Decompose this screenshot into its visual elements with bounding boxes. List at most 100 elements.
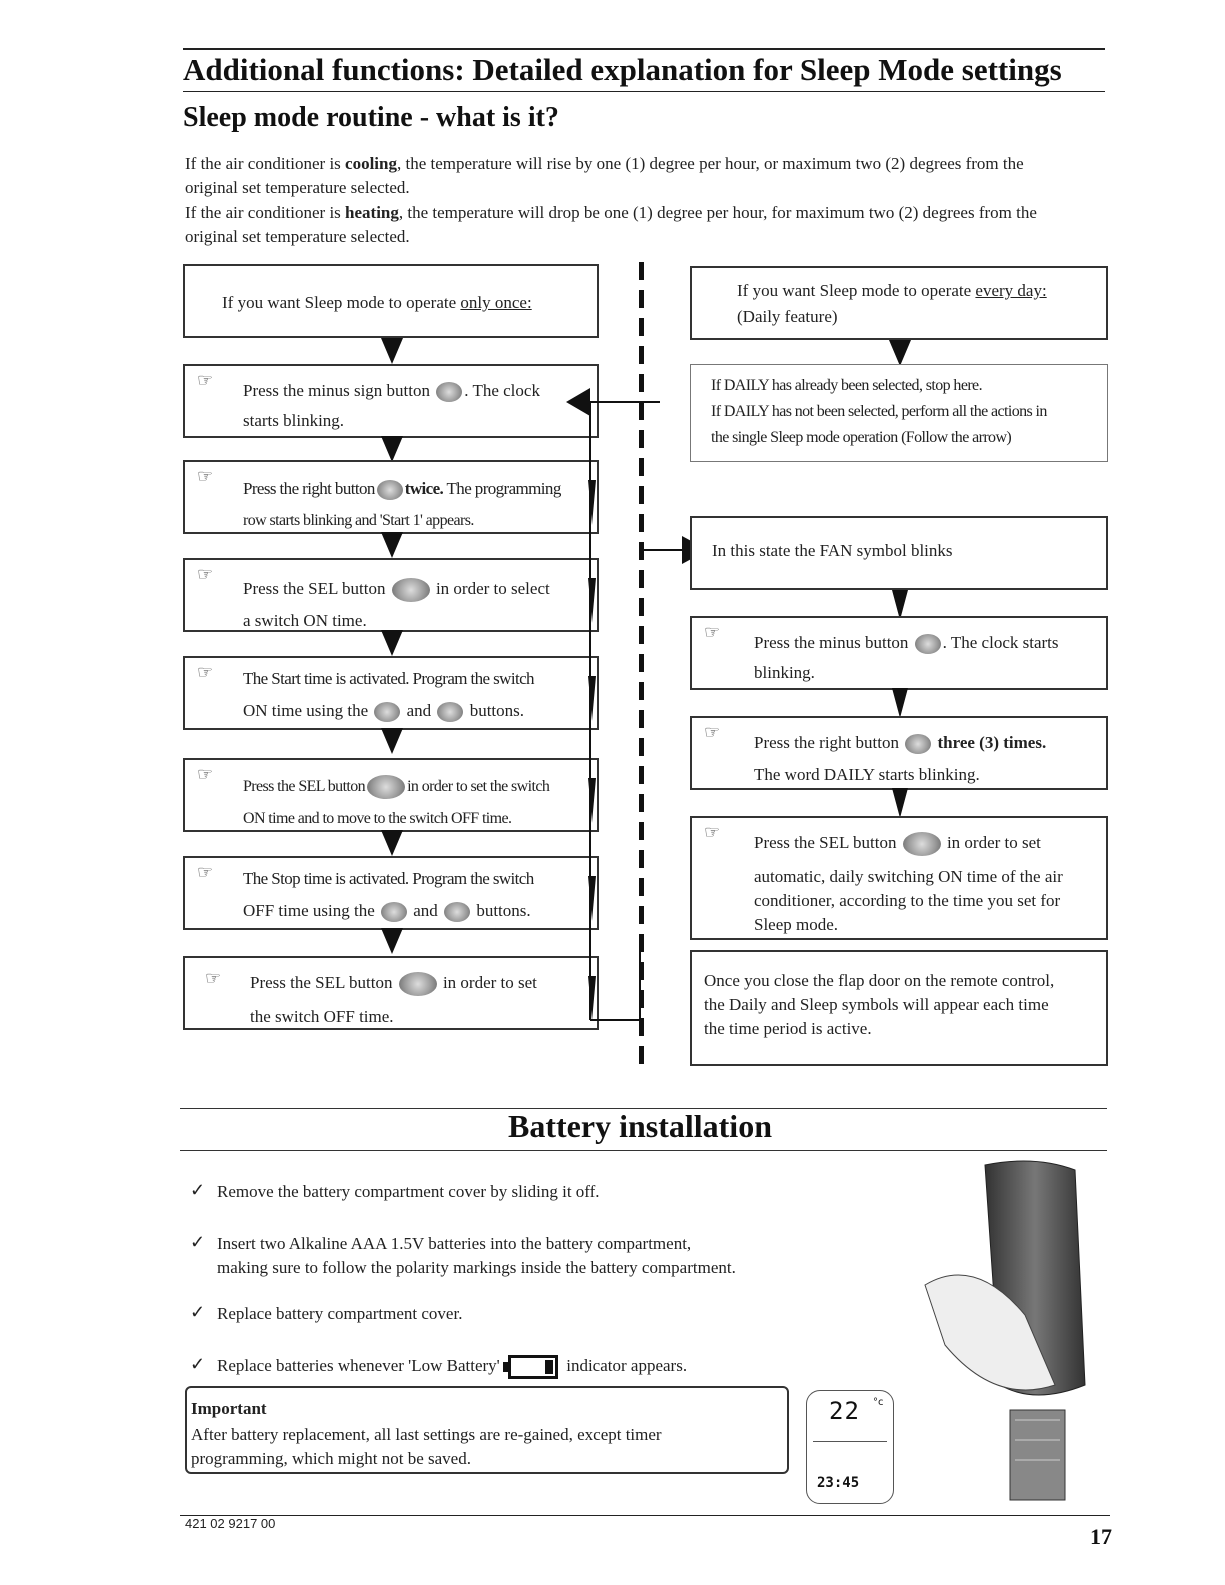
divider-dash: [639, 738, 644, 756]
daily-line-1: If DAILY has already been selected, stop…: [711, 377, 983, 394]
step4b: indicator appears.: [566, 1356, 688, 1375]
left-step-1-line-2: starts blinking.: [243, 411, 345, 430]
s6b: OFF time using the: [243, 901, 375, 920]
divider-dash: [639, 766, 644, 784]
important-line-2: programming, which might not be saved.: [191, 1449, 471, 1468]
right-step-3-line-1: Press the SEL button in order to set: [754, 830, 1041, 857]
heating-post: , the temperature will drop be one (1) d…: [185, 203, 1037, 246]
battery-step-4: Replace batteries whenever 'Low Battery'…: [217, 1354, 688, 1380]
arrow-down-icon: [889, 340, 911, 366]
every-day-underline: every day:: [975, 281, 1047, 300]
right-step-1-line-1: Press the minus button . The clock start…: [754, 630, 1059, 655]
right-step-3: ☞ Press the SEL button in order to set a…: [690, 816, 1108, 940]
pointing-hand-icon: ☞: [197, 370, 214, 391]
fan-text: In this state the FAN symbol blinks: [712, 541, 953, 560]
divider-dash: [639, 318, 644, 336]
arrow-down-icon: [381, 630, 403, 656]
sel-button-icon: [902, 832, 941, 857]
r1b: . The clock starts: [942, 633, 1059, 652]
right-button-icon: [905, 734, 932, 755]
left-step-4-line-2: ON time using the and buttons.: [243, 698, 524, 723]
left-step-4-line-1: The Start time is activated. Program the…: [243, 669, 535, 688]
left-step-1: ☞ Press the minus sign button . The cloc…: [183, 364, 599, 438]
plus-button-icon: [437, 702, 464, 723]
cooling-pre: If the air conditioner is: [185, 154, 346, 173]
footer-rule: [180, 1515, 1110, 1516]
right-step-3-line-4: Sleep mode.: [754, 915, 839, 934]
every-day-pre: If you want Sleep mode to operate: [737, 281, 976, 300]
title-top-rule: [183, 48, 1105, 50]
arrow-down-icon: [892, 688, 908, 718]
minus-button-icon: [374, 702, 401, 723]
divider-dash: [639, 794, 644, 812]
minus-button-icon: [381, 902, 408, 923]
left-step-3-line-1: Press the SEL button in order to select: [243, 576, 550, 603]
only-once-underline: only once:: [460, 293, 532, 312]
divider-dash: [639, 402, 644, 420]
divider-dash: [639, 878, 644, 896]
important-box: Important After battery replacement, all…: [185, 1386, 789, 1474]
page-title: Additional functions: Detailed explanati…: [183, 52, 1062, 87]
pointing-hand-icon: ☞: [205, 968, 222, 989]
lcd-separator: [813, 1441, 887, 1442]
right-step-2: ☞ Press the right button three (3) times…: [690, 716, 1108, 790]
divider-dash: [639, 934, 644, 952]
divider-dash: [639, 486, 644, 504]
divider-dash: [639, 1046, 644, 1064]
divider-dash: [639, 990, 644, 1008]
sleep-heading: Sleep mode routine - what is it?: [183, 102, 559, 133]
pointing-hand-icon: ☞: [197, 662, 214, 683]
heating-paragraph: If the air conditioner is heating, the t…: [185, 201, 1065, 249]
page-number: 17: [1090, 1524, 1112, 1549]
left-step-7-line-2: the switch OFF time.: [250, 1007, 394, 1026]
left-step-7-line-1: Press the SEL button in order to set: [250, 970, 537, 997]
r3a: Press the SEL button: [754, 833, 897, 852]
s3b: in order to select: [435, 579, 550, 598]
s5a: Press the SEL button: [243, 778, 366, 795]
divider-dash: [639, 710, 644, 728]
title-bottom-rule: [183, 91, 1105, 92]
r3b: in order to set: [946, 833, 1041, 852]
check-icon: ✓: [190, 1232, 206, 1252]
minus-button-icon: [436, 382, 463, 403]
battery-step-3: Replace battery compartment cover.: [217, 1304, 463, 1323]
important-line-1: After battery replacement, all last sett…: [191, 1425, 662, 1444]
pointing-hand-icon: ☞: [197, 862, 214, 883]
left-step-6-line-2: OFF time using the and buttons.: [243, 898, 531, 923]
battery-step-2-line-1: Insert two Alkaline AAA 1.5V batteries i…: [217, 1234, 692, 1253]
check-icon: ✓: [190, 1180, 206, 1200]
arrow-down-icon: [381, 830, 403, 856]
s2c: The programming: [443, 479, 562, 498]
s4d: buttons.: [469, 701, 524, 720]
left-step-3: ☞ Press the SEL button in order to selec…: [183, 558, 599, 632]
only-once-box: If you want Sleep mode to operate only o…: [183, 264, 599, 338]
divider-dash: [639, 598, 644, 616]
left-step-1-line-1: Press the minus sign button . The clock: [243, 378, 540, 403]
battery-heading: Battery installation: [508, 1108, 772, 1144]
divider-dash: [639, 514, 644, 532]
left-step-7: ☞ Press the SEL button in order to set t…: [183, 956, 599, 1030]
right-button-icon: [376, 480, 403, 501]
arrow-down-icon: [892, 788, 908, 818]
lcd-temperature: 22: [829, 1397, 860, 1425]
arrow-down-icon: [381, 532, 403, 558]
arrow-down-icon: [381, 338, 403, 364]
divider-dash: [639, 374, 644, 392]
s2a: Press the right button: [243, 479, 375, 498]
heating-pre: If the air conditioner is: [185, 203, 346, 222]
divider-dash: [639, 346, 644, 364]
sel-button-icon: [398, 972, 437, 997]
final-line-2: the Daily and Sleep symbols will appear …: [704, 995, 1049, 1014]
left-step-4: ☞ The Start time is activated. Program t…: [183, 656, 599, 730]
left-step-2-line-2: row starts blinking and 'Start 1' appear…: [243, 512, 474, 529]
daily-line-3: the single Sleep mode operation (Follow …: [711, 429, 1012, 446]
divider-dash: [639, 430, 644, 448]
step4a: Replace batteries whenever 'Low Battery': [217, 1356, 500, 1375]
battery-bottom-rule: [180, 1150, 1107, 1151]
sel-button-icon: [367, 775, 406, 800]
only-once-text: If you want Sleep mode to operate only o…: [222, 290, 532, 315]
s7a: Press the SEL button: [250, 973, 393, 992]
